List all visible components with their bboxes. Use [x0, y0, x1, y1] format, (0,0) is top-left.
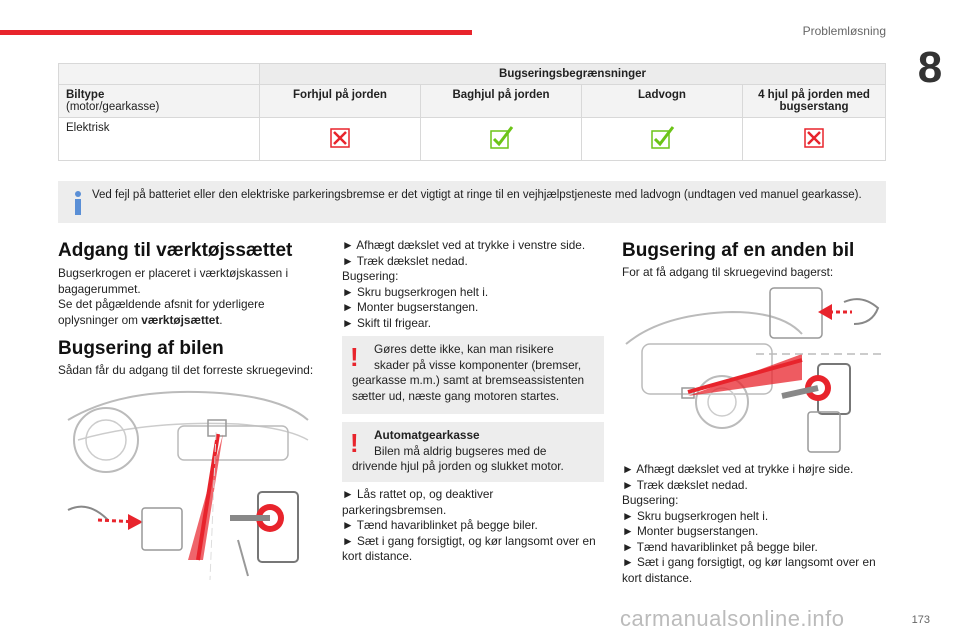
step-item: ► Sæt i gang forsigtigt, og kør langsomt… — [342, 533, 596, 548]
step-item: ► Monter bugserstangen. — [622, 524, 759, 538]
warning-icon: ! — [350, 342, 359, 372]
warning-box: ! Gøres dette ikke, kan man risikere ska… — [342, 336, 604, 414]
watermark: carmanualsonline.info — [620, 606, 845, 631]
text-line: Se det pågældende afsnit for yderligere — [58, 297, 265, 311]
biltype-note: (motor/gearkasse) — [66, 101, 160, 113]
text-line: sætter ud, næste gang motoren startes. — [352, 388, 560, 403]
section-title: Problemløsning — [802, 24, 886, 38]
cell-flatbed — [581, 117, 743, 161]
front-tow-eye-illustration — [67, 390, 309, 580]
text-line: drivende hjul på jorden og slukket motor… — [352, 459, 564, 473]
text-line: parkeringsbremsen. — [342, 502, 447, 517]
step-item: ► Skru bugserkrogen helt i. — [622, 508, 769, 523]
text-line: Bugserkrogen er placeret i værktøjskasse… — [58, 266, 289, 280]
towing-other-intro: For at få adgang til skruegevind bagerst… — [622, 265, 834, 279]
cross-icon — [330, 127, 350, 148]
heading-tool-kit: Adgang til værktøjssættet — [58, 240, 293, 261]
towing-limits-table: Bugseringsbegrænsninger Biltype (motor/g… — [58, 63, 886, 161]
tool-kit-link-text: værktøjsættet — [141, 312, 220, 327]
col-header: Ladvogn — [581, 84, 743, 118]
text-line: oplysninger om — [58, 312, 142, 327]
page-number: 173 — [911, 614, 930, 626]
col-header: 4 hjul på jorden med bugserstang — [742, 84, 886, 118]
cell-front-wheels — [259, 117, 421, 161]
towing-steps-2: ► Lås rattet op, og deaktiver parkerings… — [342, 487, 608, 565]
cell-four-wheels — [742, 117, 886, 161]
step-item: ► Træk dækslet nedad. — [342, 253, 468, 268]
step-item: ► Træk dækslet nedad. — [622, 477, 748, 492]
info-text: Ved fejl på batteriet eller den elektris… — [92, 189, 862, 201]
col-header: Baghjul på jorden — [420, 84, 582, 118]
text-line: kort distance. — [622, 570, 693, 585]
text-line: Bilen må aldrig bugseres med de — [374, 443, 547, 458]
step-item: ► Afhægt dækslet ved at trykke i venstre… — [342, 238, 586, 252]
cell-rear-wheels — [420, 117, 582, 161]
towing-vehicle-intro: Sådan får du adgang til det forreste skr… — [58, 363, 314, 377]
heading-towing-vehicle: Bugsering af bilen — [58, 338, 224, 359]
heading-towing-other: Bugsering af en anden bil — [622, 240, 855, 261]
table-group-header: Bugseringsbegrænsninger — [259, 63, 886, 85]
warning-text: Automatgearkasse Bilen må aldrig bugsere… — [352, 428, 596, 475]
warning-icon: ! — [350, 428, 359, 458]
step-item: ► Monter bugserstangen. — [342, 300, 479, 314]
chapter-number: 8 — [900, 42, 960, 94]
cross-icon — [804, 127, 824, 148]
text-line: gearkasse m.m.) samt at bremseassistente… — [352, 373, 585, 387]
row-label: Elektrisk — [58, 117, 260, 161]
step-item: ► Tænd havariblinket på begge biler. — [342, 518, 538, 532]
text-line: Gøres dette ikke, kan man risikere — [374, 342, 554, 356]
text-line: kort distance. — [342, 549, 413, 563]
table-corner — [58, 63, 260, 85]
text-line: bagagerummet. — [58, 281, 141, 296]
warning-text: Gøres dette ikke, kan man risikere skade… — [352, 342, 596, 404]
tool-kit-paragraph: Bugserkrogen er placeret i værktøjskasse… — [58, 266, 328, 328]
table-first-col-header: Biltype (motor/gearkasse) — [58, 84, 260, 118]
step-item: ► Skift til frigear. — [342, 315, 432, 330]
step-item: ► Lås rattet op, og deaktiver — [342, 487, 494, 501]
step-item: ► Tænd havariblinket på begge biler. — [622, 539, 818, 554]
step-item: ► Sæt i gang forsigtigt, og kør langsomt… — [622, 555, 876, 569]
biltype-label: Biltype — [66, 89, 105, 101]
step-item: ► Skru bugserkrogen helt i. — [342, 284, 489, 299]
text-line: Bugsering: — [342, 269, 399, 283]
text-line: skader på visse komponenter (bremser, — [374, 357, 582, 372]
rear-tow-eye-illustration — [625, 287, 886, 453]
check-icon — [490, 125, 514, 149]
info-icon — [75, 191, 81, 215]
towing-steps-1: ► Afhægt dækslet ved at trykke i venstre… — [342, 238, 608, 331]
text-line: . — [219, 312, 223, 327]
towing-other-steps: ► Afhægt dækslet ved at trykke i højre s… — [622, 462, 892, 586]
warning-box-automatic: ! Automatgearkasse Bilen må aldrig bugse… — [342, 422, 604, 482]
step-item: ► Afhægt dækslet ved at trykke i højre s… — [622, 462, 854, 476]
check-icon — [651, 125, 675, 149]
warning-title: Automatgearkasse — [374, 428, 480, 442]
chapter-color-bar — [0, 30, 472, 35]
info-note: Ved fejl på batteriet eller den elektris… — [58, 181, 886, 223]
text-line: Bugsering: — [622, 493, 679, 507]
col-header: Forhjul på jorden — [259, 84, 421, 118]
